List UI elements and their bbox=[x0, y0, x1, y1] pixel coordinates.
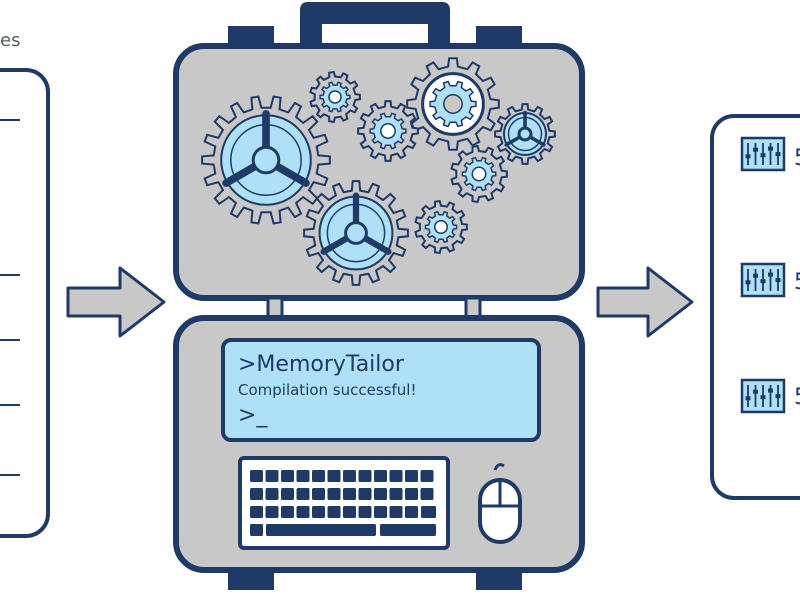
keyboard-key bbox=[312, 470, 325, 482]
keyboard-key bbox=[374, 470, 387, 482]
keyboard-key bbox=[250, 488, 263, 500]
keyboard-key bbox=[296, 506, 310, 518]
terminal-screen bbox=[221, 338, 541, 442]
keyboard-key bbox=[296, 488, 310, 500]
keyboard bbox=[238, 456, 450, 550]
keyboard-key bbox=[250, 524, 263, 536]
gear-icon bbox=[494, 103, 556, 165]
keyboard-key bbox=[420, 488, 434, 500]
case-hinges bbox=[266, 296, 482, 322]
mouse-icon bbox=[478, 463, 522, 544]
left-panel bbox=[0, 68, 50, 538]
keyboard-key bbox=[343, 470, 356, 482]
keyboard-key bbox=[380, 524, 436, 536]
arrow-right-right bbox=[596, 266, 694, 338]
keyboard-key bbox=[250, 470, 263, 482]
gear-icon bbox=[309, 70, 361, 124]
keyboard-key bbox=[389, 470, 403, 482]
keyboard-key bbox=[327, 488, 341, 500]
terminal-prompt: >_ bbox=[238, 403, 268, 428]
gear-icon bbox=[303, 180, 409, 286]
keyboard-key bbox=[389, 506, 403, 518]
keyboard-key bbox=[281, 488, 294, 500]
equalizer-icon bbox=[740, 378, 786, 414]
gear-icon bbox=[357, 100, 419, 162]
keyboard-key bbox=[358, 470, 372, 482]
keyboard-key bbox=[265, 488, 279, 500]
keyboard-key bbox=[374, 506, 387, 518]
keyboard-spacebar bbox=[266, 524, 376, 536]
keyboard-key bbox=[343, 506, 356, 518]
keyboard-key bbox=[405, 488, 418, 500]
keyboard-key bbox=[389, 488, 403, 500]
keyboard-key bbox=[405, 506, 418, 518]
keyboard-key bbox=[312, 506, 325, 518]
equalizer-icon bbox=[740, 262, 786, 298]
keyboard-key bbox=[405, 470, 418, 482]
keyboard-key bbox=[374, 488, 387, 500]
keyboard-key bbox=[281, 506, 294, 518]
keyboard-key bbox=[343, 488, 356, 500]
gear-icon bbox=[201, 95, 331, 225]
terminal-title: >MemoryTailor bbox=[238, 352, 404, 377]
keyboard-key bbox=[296, 470, 310, 482]
right-item-label-2: 5 bbox=[794, 270, 800, 295]
keyboard-key bbox=[312, 488, 325, 500]
gear-icon bbox=[406, 57, 500, 151]
terminal-status: Compilation successful! bbox=[238, 381, 417, 399]
right-item-label-1: 5 bbox=[794, 146, 800, 171]
equalizer-icon bbox=[740, 136, 786, 172]
keyboard-key bbox=[281, 470, 294, 482]
keyboard-key bbox=[327, 470, 341, 482]
keyboard-key bbox=[358, 488, 372, 500]
keyboard-key bbox=[358, 506, 372, 518]
keyboard-key bbox=[265, 506, 279, 518]
case-handle bbox=[228, 2, 522, 48]
right-panel bbox=[710, 114, 800, 500]
arrow-right-left bbox=[66, 266, 166, 338]
gear-icon bbox=[450, 144, 508, 204]
gear-icon bbox=[414, 199, 468, 255]
left-panel-label: es bbox=[0, 30, 21, 51]
keyboard-key bbox=[420, 470, 434, 482]
gears-group bbox=[201, 57, 556, 286]
keyboard-key bbox=[327, 506, 341, 518]
keyboard-key bbox=[421, 506, 436, 518]
right-item-label-3: 5 bbox=[794, 385, 800, 410]
keyboard-key bbox=[250, 506, 263, 518]
keyboard-key bbox=[265, 470, 279, 482]
